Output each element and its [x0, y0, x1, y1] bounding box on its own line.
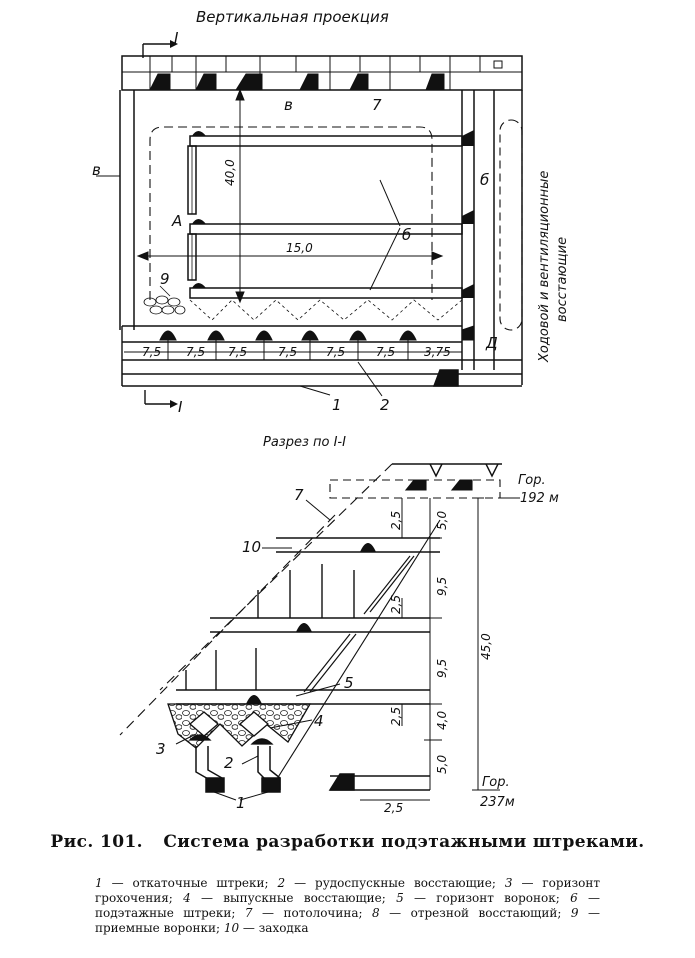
- label-9: 9: [160, 270, 170, 288]
- dim-section-4: 4,0: [435, 711, 449, 730]
- legend-item: 1 — откаточные штреки;: [95, 876, 278, 890]
- travel-raise-outline: [499, 119, 523, 331]
- draw-points: [159, 325, 475, 360]
- dim-width: [136, 251, 444, 261]
- side-text-line-2: восстающие: [555, 237, 570, 322]
- inclined-holes: [303, 555, 415, 693]
- dim-bottom-4: 7,5: [278, 345, 297, 359]
- label-6-right: б: [480, 171, 489, 189]
- label-7-section: 7: [294, 486, 304, 504]
- label-1-section: 1: [236, 794, 246, 812]
- top-haulage-level: [121, 55, 523, 91]
- leaders-6: [369, 179, 401, 291]
- side-text: Ходовой и вентиляционные восстающие: [537, 171, 570, 363]
- section-mark-label-top: I: [174, 29, 179, 47]
- blast-holes: [185, 564, 355, 690]
- receiving-funnels: [143, 285, 463, 321]
- left-cutoff-raise: [96, 90, 135, 330]
- gor-bottom-value: 237м: [480, 795, 515, 810]
- section-leaders: [175, 499, 341, 801]
- label-2-plan: 2: [380, 396, 390, 414]
- label-1-plan: 1: [332, 396, 342, 414]
- gor-top-value: 192 м: [520, 491, 559, 506]
- label-A: А: [171, 212, 182, 230]
- mining-system-diagram: Вертикальная проекция I в: [92, 8, 570, 815]
- top-pillar-level: [329, 463, 520, 499]
- dim-section-2: 9,5: [435, 577, 449, 596]
- label-D: Д: [485, 334, 498, 352]
- legend-item: 6 — подэтажные штреки;: [95, 891, 600, 920]
- dim-bottom-1: 7,5: [142, 345, 161, 359]
- caption-figure-number: Рис. 101.: [50, 832, 143, 852]
- legend-item: 4 — выпускные восстающие;: [183, 891, 397, 905]
- draw-level: [121, 325, 522, 361]
- broken-ore: [167, 703, 312, 749]
- dim-inner-3: 2,5: [389, 707, 403, 726]
- label-2-section: 2: [224, 754, 234, 772]
- dim-bottom-7: 3,75: [424, 345, 451, 359]
- label-7-top: 7: [372, 96, 382, 114]
- legend-item: 10 — заходка: [223, 921, 309, 935]
- label-10-section: 10: [242, 538, 261, 556]
- dim-height-label: 40,0: [223, 159, 237, 186]
- label-5-section: 5: [344, 674, 354, 692]
- section-dim-lines: [360, 497, 484, 801]
- dim-section-5: 5,0: [435, 755, 449, 774]
- haulage-drift-bottom: [121, 360, 522, 397]
- gor-top: Гор.: [518, 473, 546, 488]
- section-drift-ends: [246, 543, 376, 704]
- legend-item: 2 — рудоспускные восстающие;: [277, 876, 505, 890]
- dim-inner-2: 2,5: [389, 595, 403, 614]
- vertical-projection-title: Вертикальная проекция: [196, 8, 389, 26]
- dim-inner-1: 2,5: [389, 511, 403, 530]
- dim-height: [235, 88, 245, 304]
- label-8-left: в: [92, 161, 101, 179]
- drift-ends: [192, 130, 474, 298]
- label-3-section: 3: [156, 740, 166, 758]
- dim-width-label: 15,0: [286, 241, 313, 255]
- section-marker-bottom: I: [144, 390, 183, 416]
- dim-section-3: 9,5: [435, 659, 449, 678]
- section-title: Разрез по I-I: [263, 435, 346, 450]
- dim-section-total: 45,0: [479, 633, 493, 660]
- figure-caption: Рис. 101. Система разработки подэтажными…: [40, 832, 655, 852]
- dim-bottom-5: 7,5: [326, 345, 345, 359]
- dim-bottom-3: 7,5: [228, 345, 247, 359]
- side-text-line-1: Ходовой и вентиляционные: [537, 171, 552, 363]
- label-8-top: в: [284, 96, 293, 114]
- dim-bottom-6: 7,5: [376, 345, 395, 359]
- stope-outline: [149, 126, 433, 300]
- dim-section-bottom: 2,5: [384, 801, 403, 815]
- legend-item: 9 — приемные воронки;: [95, 906, 600, 935]
- legend-item: 8 — отрезной восстающий;: [372, 906, 571, 920]
- section-marker-top: I: [142, 29, 179, 58]
- caption-title: Система разработки подэтажными штреками.: [163, 832, 645, 852]
- gor-bottom: Гор.: [482, 775, 510, 790]
- section-mark-label-bottom: I: [178, 398, 183, 416]
- ore-passes: [195, 746, 430, 793]
- dim-section-1: 5,0: [435, 511, 449, 530]
- label-4-section: 4: [314, 712, 324, 730]
- legend-item: 5 — горизонт воронок;: [396, 891, 571, 905]
- legend-item: 3 — горизонт грохочения;: [95, 876, 600, 905]
- legend-item: 7 — потолочина;: [244, 906, 373, 920]
- label-6-center: б: [402, 226, 411, 244]
- dim-bottom-2: 7,5: [186, 345, 205, 359]
- legend: 1 — откаточные штреки; 2 — рудоспускные …: [95, 876, 600, 936]
